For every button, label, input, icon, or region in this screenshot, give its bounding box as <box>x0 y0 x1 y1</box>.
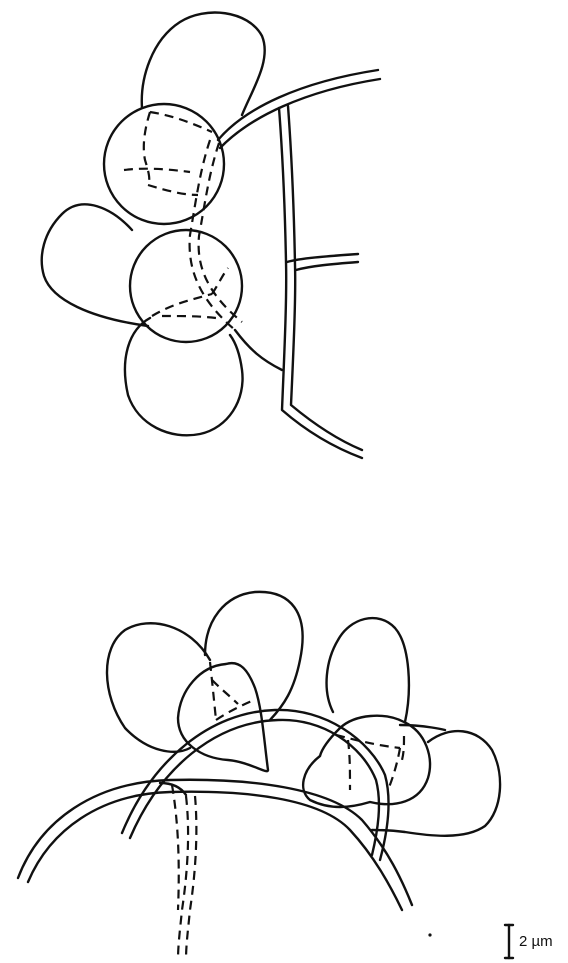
stray-dot <box>428 933 431 936</box>
bottom-cells <box>107 592 500 836</box>
top-cells <box>42 13 282 436</box>
bottom-drawing <box>18 592 500 960</box>
top-dashed-hypha <box>190 140 242 330</box>
top-dashed-septa <box>124 112 228 318</box>
top-drawing <box>42 13 380 458</box>
scale-bar-label: 2 µm <box>519 933 553 950</box>
bottom-hypha-arc <box>122 710 389 860</box>
bottom-cell-wall <box>18 780 412 910</box>
top-cell-wall <box>218 70 380 458</box>
bottom-dashed-hypha <box>160 783 196 960</box>
scale-bar: 2 µm <box>505 925 553 958</box>
